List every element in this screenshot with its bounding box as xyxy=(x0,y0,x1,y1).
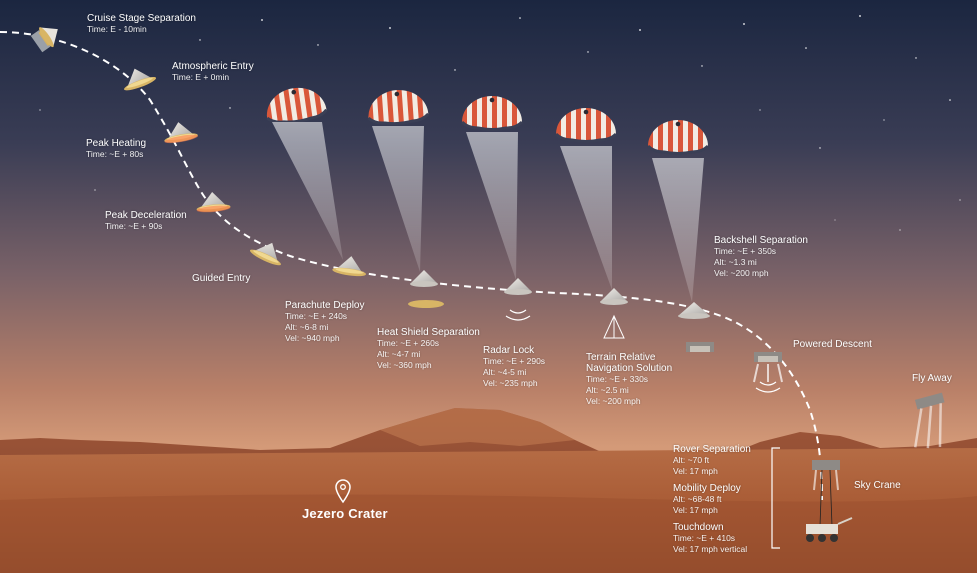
stage-guided-label: Guided Entry xyxy=(192,273,251,284)
descent-vehicles xyxy=(408,270,945,542)
parachutes xyxy=(262,82,710,302)
sky-crane-stage xyxy=(812,460,840,527)
stars xyxy=(39,15,961,231)
rover xyxy=(806,517,853,542)
heating-capsule xyxy=(161,119,199,145)
map-pin-icon xyxy=(335,479,351,504)
deceleration-capsule xyxy=(195,190,231,213)
stage-trn-label: Terrain Relative Navigation Solution Tim… xyxy=(586,352,673,406)
trn-cone xyxy=(603,314,625,339)
radar-waves xyxy=(505,309,531,321)
stage-flyaway-label: Fly Away xyxy=(912,373,952,384)
cruise-stage-spacecraft xyxy=(30,27,58,53)
stage-powered-label: Powered Descent xyxy=(793,339,872,350)
fly-away-stage xyxy=(914,392,945,449)
heat-shield xyxy=(408,300,444,308)
powered-descent-stage xyxy=(753,352,783,383)
touchdown-bracket xyxy=(771,447,780,549)
location-label: Jezero Crater xyxy=(302,506,388,521)
trajectory-path xyxy=(0,31,823,501)
stage-skycrane-label: Sky Crane xyxy=(854,480,901,491)
rover-descent-stage xyxy=(686,342,714,352)
